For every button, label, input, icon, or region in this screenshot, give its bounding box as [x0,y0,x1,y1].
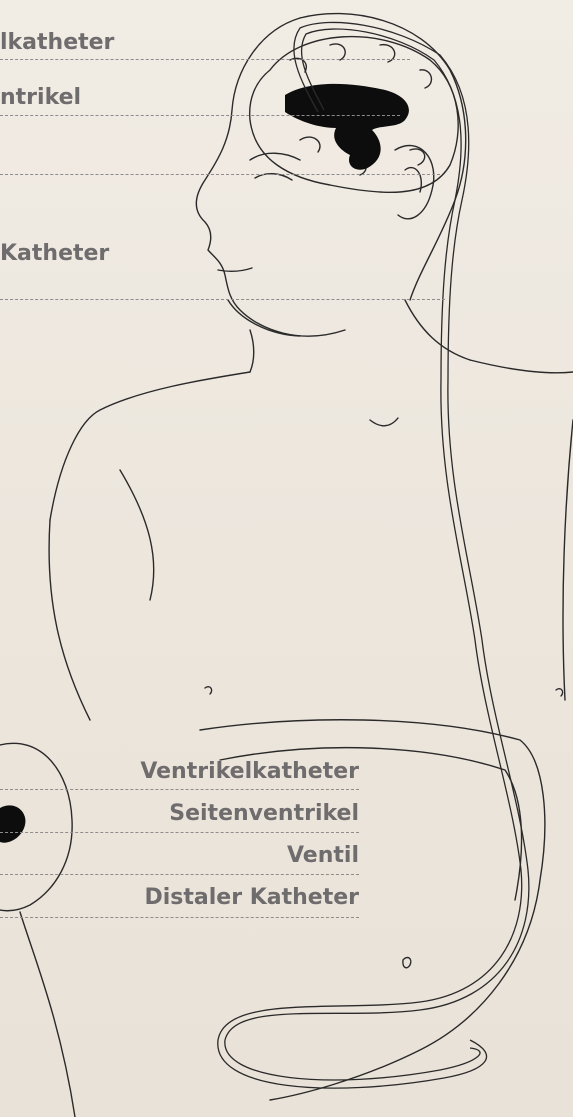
nipple-right [556,689,563,696]
upper-label-ventricle-catheter: lkatheter [0,30,114,56]
torso-right [563,420,573,700]
catheter-line-inner [218,29,522,1088]
upper-leader-distal-catheter [0,299,445,300]
neck-back [405,300,470,360]
navel [403,958,411,968]
ventricle-shape [285,84,409,170]
brow-line [250,153,300,160]
upper-label-distal-catheter: Katheter [0,241,109,267]
lower-leader-valve [0,874,359,875]
lower-label-valve: Ventil [287,843,359,869]
ear-outline [395,146,434,219]
nipple-left [205,687,212,694]
chin-line [228,300,300,336]
neck-front [250,330,254,372]
lower-label-ventricle-catheter: Ventrikelkatheter [140,759,359,785]
upper-leader-ventricle-catheter [0,59,410,60]
torso-left [49,520,90,720]
lower-label-lateral-ventricle: Seitenventrikel [169,801,359,827]
shoulder-left [50,372,250,520]
collar [370,418,398,426]
small-body-outline [20,912,75,1117]
face-profile [196,18,345,336]
catheter-line-outer [225,22,529,1080]
upper-label-lateral-ventricle: ntrikel [0,85,81,111]
lower-leader-ventricle-catheter [0,789,359,790]
chest-fold [120,470,154,600]
lower-label-distal-catheter: Distaler Katheter [144,885,359,911]
shoulder-right [470,360,573,373]
upper-leader-lateral-ventricle [0,115,400,116]
upper-leader-valve [0,174,440,175]
lower-leader-lateral-ventricle [0,832,359,833]
lower-leader-distal-catheter [0,917,359,918]
ventricle-small [0,805,25,842]
